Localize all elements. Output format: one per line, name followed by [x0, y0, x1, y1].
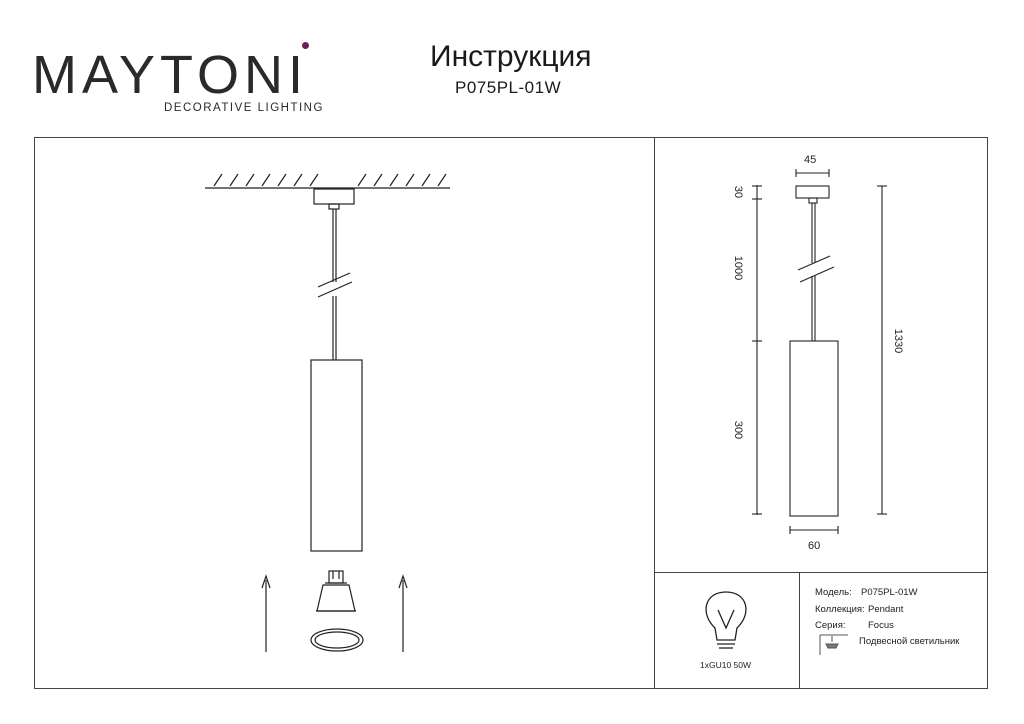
spec-collection-label: Коллекция: [815, 604, 865, 615]
canopy [313, 188, 355, 205]
spec-series-label: Серия: [815, 620, 846, 631]
cable-break-2 [317, 281, 353, 298]
model-code: P075PL-01W [455, 78, 562, 97]
retaining-ring [310, 628, 364, 652]
frame-divider-horizontal [654, 572, 988, 573]
spec-type-value: Подвесной светильник [859, 636, 960, 647]
brand-name: MAYTONI [32, 45, 309, 105]
drawing-frame [34, 137, 988, 689]
dim-canopy [795, 185, 830, 199]
ceiling-hatch [213, 173, 447, 187]
page-title: Инструкция [430, 40, 592, 73]
spec-model-label: Модель: [815, 587, 852, 598]
bulb-spec-label: 1xGU10 50W [700, 660, 752, 670]
spec-collection-value: Pendant [868, 604, 904, 615]
dim-canopy-height: 30 [732, 185, 745, 199]
brand-tagline: DECORATIVE LIGHTING [164, 102, 324, 114]
gu10-bulb [316, 570, 356, 612]
dim-total-height: 1330 [892, 328, 905, 354]
dim-lamp-body [789, 340, 839, 517]
arrow-left-head [261, 574, 271, 589]
arrow-right-head [398, 574, 408, 589]
lightbulb-icon [705, 591, 747, 649]
dim-cable-length: 1000 [732, 255, 745, 281]
dim-body-diameter: 60 [808, 540, 821, 552]
canopy-clamp [328, 203, 340, 210]
pendant-lamp-icon [819, 634, 848, 655]
spec-model-value: P075PL-01W [861, 587, 918, 598]
dim-body-height: 300 [732, 420, 745, 440]
brand-logo: MAYTONI [32, 48, 308, 102]
lamp-body [310, 359, 363, 552]
spec-divider [799, 572, 800, 689]
frame-divider-vertical [654, 137, 655, 689]
logo-accent-dot [302, 42, 309, 49]
spec-series-value: Focus [868, 620, 894, 631]
dim-canopy-width: 45 [804, 154, 817, 166]
cable-break-1 [317, 272, 351, 288]
